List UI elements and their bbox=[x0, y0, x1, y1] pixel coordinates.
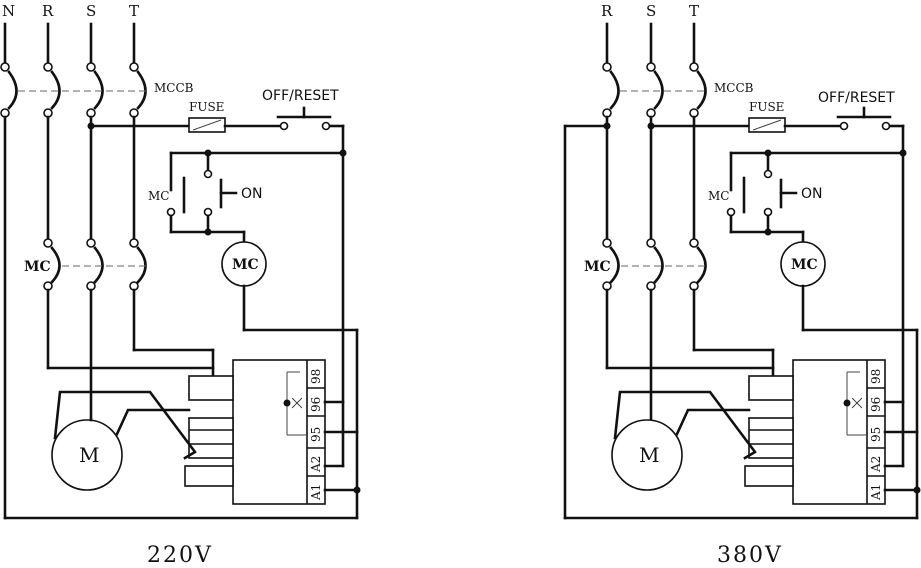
diagram-220v: N R S T MCCB bbox=[0, 2, 361, 568]
mc-main-contacts-380: MC bbox=[584, 238, 707, 291]
on-label-380: ON bbox=[801, 186, 823, 202]
terminal-a1: A1 bbox=[309, 484, 323, 501]
relay-control-wiring-380 bbox=[883, 400, 921, 494]
terminal-96-380: 96 bbox=[869, 397, 883, 412]
mc-main-label-380: MC bbox=[584, 259, 611, 275]
mc-coil-label: MC bbox=[232, 257, 259, 273]
phase-label-t-380: T bbox=[689, 2, 699, 20]
power-to-relay bbox=[46, 288, 215, 422]
phase-label-n: N bbox=[2, 2, 15, 20]
phase-label-r: R bbox=[42, 2, 54, 20]
terminal-95-380: 95 bbox=[869, 427, 883, 442]
terminal-a2-380: A2 bbox=[869, 456, 883, 473]
phase-label-s: S bbox=[86, 2, 96, 20]
mc-aux-label-380: MC bbox=[708, 189, 729, 203]
control-circuit-380: ON MC MC bbox=[708, 149, 919, 492]
terminal-96: 96 bbox=[309, 397, 323, 412]
terminal-a2: A2 bbox=[309, 456, 323, 473]
fuse-label: FUSE bbox=[189, 100, 224, 114]
diagram-380v: R S T MCCB bbox=[563, 2, 921, 568]
terminal-98-380: 98 bbox=[869, 369, 883, 384]
relay-control-wiring bbox=[323, 400, 361, 494]
mc-coil-label-380: MC bbox=[791, 257, 818, 273]
motor-symbol bbox=[51, 419, 123, 491]
terminal-a1-380: A1 bbox=[869, 484, 883, 501]
incoming-lines-380 bbox=[605, 22, 696, 64]
fuse-label-380: FUSE bbox=[749, 100, 784, 114]
mccb-breaker-380: MCCB bbox=[602, 62, 754, 118]
motor-380: M bbox=[611, 390, 757, 491]
incoming-lines bbox=[3, 22, 136, 64]
motor-label-380: M bbox=[639, 443, 659, 467]
terminal-98: 98 bbox=[309, 369, 323, 384]
mc-main-contacts: MC bbox=[24, 238, 147, 291]
mccb-label-380: MCCB bbox=[714, 81, 754, 95]
thermal-overload-relay-380: 98 96 95 A2 A1 bbox=[744, 359, 886, 505]
voltage-label-220v: 220V bbox=[147, 543, 213, 568]
power-to-relay-380 bbox=[605, 288, 775, 422]
mc-main-label: MC bbox=[24, 259, 51, 275]
control-feed: FUSE OFF/RESET bbox=[87, 88, 345, 155]
phase-label-t: T bbox=[129, 2, 139, 20]
mccb-to-mc-lines-380 bbox=[563, 115, 696, 520]
terminal-95: 95 bbox=[309, 427, 323, 442]
off-reset-label-380: OFF/RESET bbox=[818, 90, 895, 106]
mccb-breaker: MCCB bbox=[0, 62, 194, 118]
mc-aux-label: MC bbox=[148, 189, 169, 203]
off-reset-label: OFF/RESET bbox=[262, 88, 339, 104]
motor: M bbox=[51, 390, 197, 491]
motor-label: M bbox=[79, 443, 99, 467]
phase-label-r-380: R bbox=[601, 2, 613, 20]
phase-label-s-380: S bbox=[646, 2, 656, 20]
motor-symbol-380 bbox=[611, 419, 683, 491]
mccb-to-mc-lines bbox=[3, 115, 136, 520]
voltage-label-380v: 380V bbox=[717, 543, 783, 568]
mccb-label: MCCB bbox=[154, 81, 194, 95]
control-feed-380: FUSE OFF/RESET bbox=[647, 90, 905, 155]
on-label: ON bbox=[241, 186, 263, 202]
thermal-overload-relay: 98 96 95 A2 A1 bbox=[184, 359, 326, 505]
